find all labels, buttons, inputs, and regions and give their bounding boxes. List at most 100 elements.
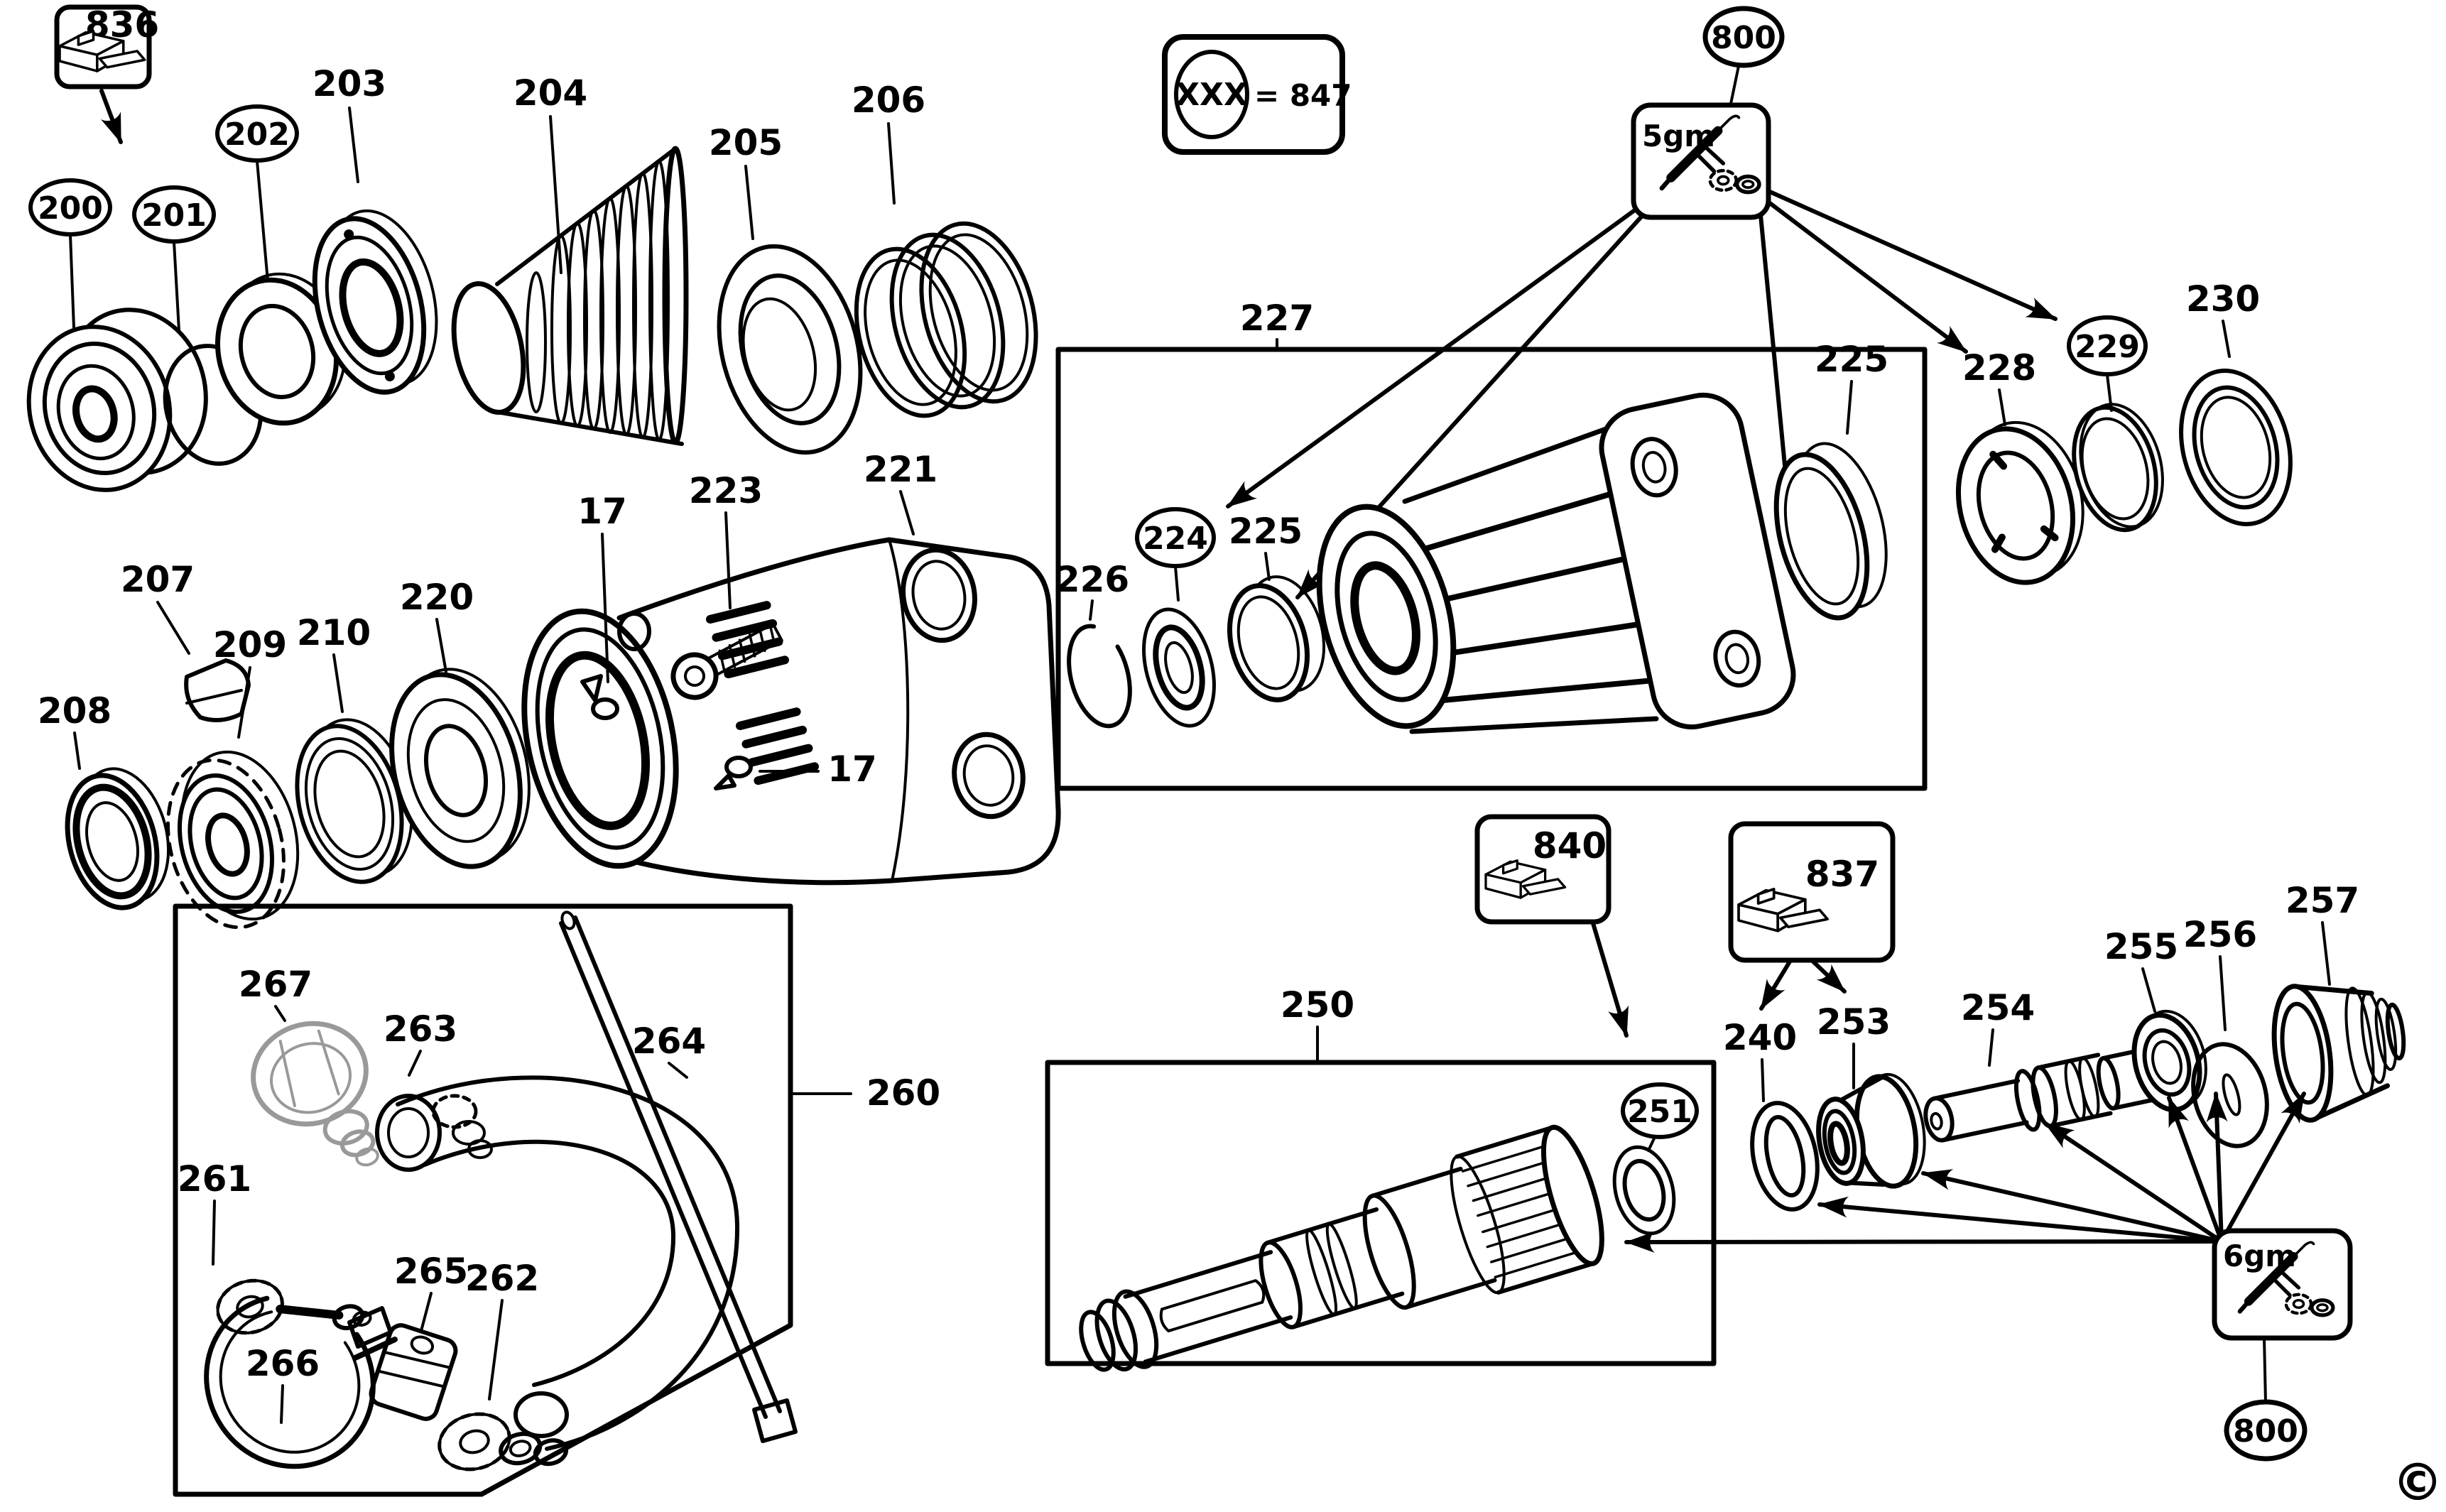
label-201: 201 bbox=[141, 197, 207, 234]
arrow-6gm-to-250 bbox=[1624, 1231, 2224, 1253]
arrow-6gm-to-253 bbox=[1921, 1169, 2224, 1244]
arrow-837-to-253 bbox=[1811, 959, 1847, 994]
callout-box-840: 840 bbox=[1474, 814, 1629, 1038]
assembly-box-227: 227 226 224 225 bbox=[1055, 298, 1928, 791]
part-225-sleeve-left bbox=[1227, 575, 1326, 702]
part-200-group: 200 bbox=[26, 178, 208, 492]
label-260: 260 bbox=[866, 1072, 940, 1114]
label-210: 210 bbox=[297, 612, 371, 653]
label-223: 223 bbox=[689, 470, 763, 511]
part-210-group: 210 bbox=[295, 612, 413, 884]
label-229: 229 bbox=[2075, 329, 2140, 365]
assembly-box-250: 250 bbox=[1045, 984, 1717, 1372]
part-228-group: 228 bbox=[1955, 347, 2084, 585]
callout-box-836: 836 bbox=[54, 4, 159, 144]
part-223-bolt bbox=[670, 622, 783, 700]
part-204-group: 204 bbox=[451, 72, 689, 446]
part-240-group: 240 bbox=[1723, 1017, 1820, 1212]
arrow-6gm-to-255 bbox=[2167, 1096, 2224, 1244]
grease-6gm-group: 6gm 800 bbox=[1624, 1092, 2353, 1462]
vent-slots-bottom bbox=[736, 707, 819, 785]
part-266-clamp-band bbox=[204, 1293, 398, 1469]
label-266: 266 bbox=[246, 1343, 320, 1384]
part-225-sleeve-right bbox=[1773, 442, 1888, 621]
part-227-field-barrel bbox=[1316, 392, 1796, 734]
part-256-group: 256 bbox=[2183, 914, 2269, 1148]
part-230-gear-ring bbox=[2179, 369, 2293, 526]
legend-box: XXX = 847 bbox=[1162, 34, 1352, 155]
label-267: 267 bbox=[239, 964, 312, 1005]
arrow-6gm-to-256 bbox=[2206, 1092, 2228, 1244]
part-253-group: 253 bbox=[1816, 1001, 1926, 1189]
label-264: 264 bbox=[632, 1021, 706, 1062]
part-209-clutch-ring bbox=[166, 750, 300, 930]
label-263: 263 bbox=[384, 1008, 457, 1050]
part-230-group: 230 bbox=[2179, 278, 2293, 526]
label-254: 254 bbox=[1961, 987, 2035, 1028]
label-221: 221 bbox=[864, 449, 937, 490]
part-264-rod bbox=[559, 910, 798, 1443]
part-209-group: 209 bbox=[166, 624, 300, 930]
arrow-6gm-to-254 bbox=[2043, 1121, 2224, 1244]
label-255: 255 bbox=[2104, 926, 2178, 967]
label-251: 251 bbox=[1627, 1094, 1692, 1130]
label-208: 208 bbox=[38, 690, 112, 731]
label-800-bottom: 800 bbox=[2233, 1413, 2298, 1450]
label-203: 203 bbox=[312, 63, 386, 104]
part-220-plate bbox=[389, 668, 531, 869]
label-206: 206 bbox=[852, 80, 925, 121]
part-263-clamp-yoke bbox=[375, 1075, 740, 1451]
label-207: 207 bbox=[121, 559, 195, 600]
arrow-6gm-to-257 bbox=[2219, 1092, 2306, 1244]
label-225-left: 225 bbox=[1229, 511, 1303, 552]
part-224-seal bbox=[1142, 607, 1216, 728]
part-17-top-group: 17 bbox=[577, 491, 627, 720]
copyright-mark: © bbox=[2392, 1452, 2443, 1512]
label-202: 202 bbox=[224, 116, 290, 153]
part-208-ring bbox=[65, 767, 170, 910]
label-262: 262 bbox=[465, 1258, 539, 1299]
part-208-group: 208 bbox=[38, 690, 170, 910]
label-253: 253 bbox=[1817, 1001, 1891, 1043]
label-240: 240 bbox=[1723, 1017, 1797, 1058]
label-17-top: 17 bbox=[577, 491, 627, 532]
vent-slots-top bbox=[706, 601, 789, 679]
label-224: 224 bbox=[1143, 521, 1208, 557]
arrow-5gm-to-229 bbox=[1768, 190, 2058, 321]
part-229-group: 229 bbox=[2067, 315, 2164, 533]
part-17-bottom-group: 17 bbox=[714, 749, 877, 790]
arrow-836-to-201 bbox=[99, 89, 123, 144]
part-200-striker-cap bbox=[26, 308, 208, 492]
part-257-group: 257 bbox=[2271, 880, 2406, 1123]
part-206-group: 206 bbox=[852, 80, 1038, 418]
part-257-cap bbox=[2271, 984, 2406, 1123]
label-227: 227 bbox=[1240, 298, 1314, 339]
label-225-right: 225 bbox=[1815, 339, 1888, 380]
part-204-boot bbox=[451, 146, 689, 446]
part-206-rings bbox=[854, 221, 1038, 418]
legend-equals-847: = 847 bbox=[1254, 78, 1352, 113]
legend-xxx: XXX bbox=[1175, 77, 1248, 113]
part-207-group: 207 bbox=[121, 559, 251, 722]
part-262-clamp-screw bbox=[437, 1412, 569, 1472]
label-209: 209 bbox=[213, 624, 287, 665]
arrow-837-to-240 bbox=[1759, 959, 1792, 1011]
part-210-sleeve bbox=[295, 718, 413, 884]
label-200: 200 bbox=[38, 190, 103, 227]
label-261: 261 bbox=[178, 1158, 251, 1200]
label-840: 840 bbox=[1533, 825, 1607, 866]
part-207-plug bbox=[184, 658, 251, 722]
arrow-5gm-to-224 bbox=[1226, 207, 1638, 508]
part-17-top-screw bbox=[591, 697, 619, 720]
part-228-ring bbox=[1955, 420, 2084, 585]
part-226-circlip bbox=[1067, 624, 1132, 729]
part-203-retainer bbox=[312, 209, 438, 395]
label-204: 204 bbox=[513, 72, 587, 114]
part-203-group: 203 bbox=[312, 63, 438, 395]
assembly-box-260: 260 267 263 264 bbox=[173, 903, 940, 1497]
part-251-seal bbox=[1612, 1145, 1676, 1236]
label-265: 265 bbox=[394, 1251, 468, 1292]
label-230: 230 bbox=[2186, 278, 2260, 320]
part-221-housing: 221 bbox=[521, 449, 1061, 886]
part-17-bottom-screw bbox=[724, 756, 753, 778]
